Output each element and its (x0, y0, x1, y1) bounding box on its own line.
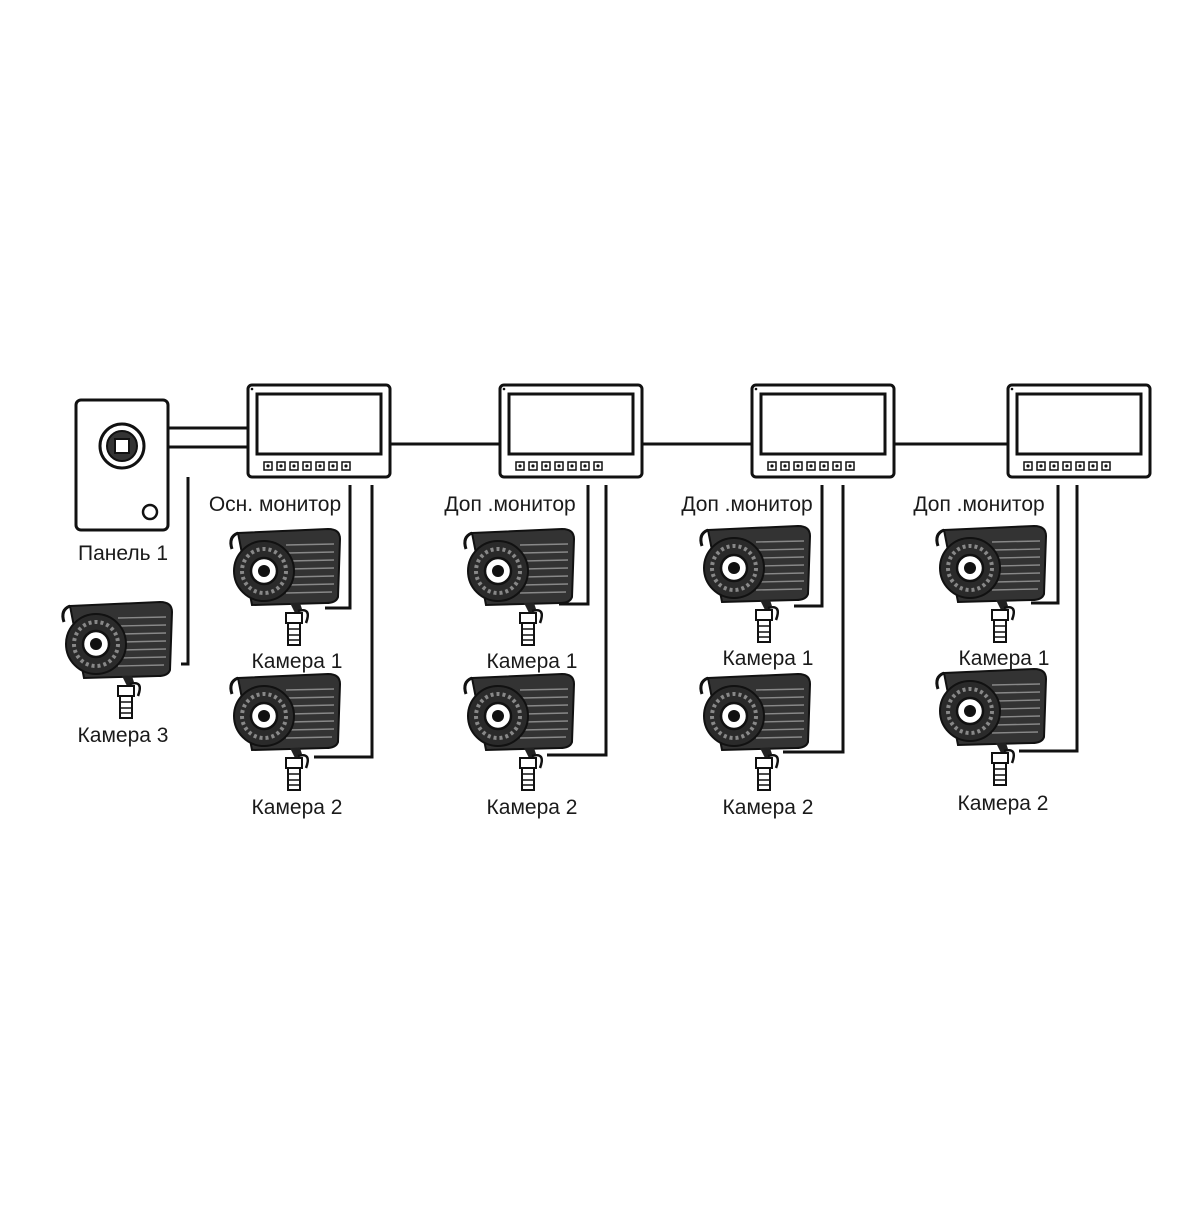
door-panel-label: Панель 1 (77, 542, 169, 565)
monitor-1-camera-1-icon (228, 527, 342, 647)
monitor-2-camera-2-icon (462, 672, 576, 792)
monitor-2-camera-1-wire (559, 485, 590, 606)
monitor-1-camera-1-wire (325, 485, 352, 610)
monitor-4-camera-2-wire (1019, 485, 1079, 753)
monitor-4-camera-2-label: Камера 2 (957, 792, 1049, 815)
camera-3-icon (60, 600, 174, 720)
monitor-2-camera-2-wire (547, 485, 608, 757)
monitor-1-camera-2-icon (228, 672, 342, 792)
monitor-3-camera-2-label: Камера 2 (722, 796, 814, 819)
monitor-3-camera-1-label: Камера 1 (722, 647, 814, 670)
monitor-1-camera-2-label: Камера 2 (251, 796, 343, 819)
monitor-2-label: Доп .монитор (444, 493, 576, 516)
monitor-2-camera-1-label: Камера 1 (486, 650, 578, 673)
monitor-2-camera-1-icon (462, 527, 576, 647)
camera-3-label: Камера 3 (77, 724, 169, 747)
monitor-2-camera-2-label: Камера 2 (486, 796, 578, 819)
monitor-4-camera-1-icon (934, 524, 1048, 644)
monitor-3-camera-1-icon (698, 524, 812, 644)
door-panel-lens-window (114, 438, 130, 454)
monitor-4-camera-1-wire (1031, 485, 1060, 605)
wiring-group (168, 426, 1079, 759)
monitor-4-camera-2-icon (934, 667, 1048, 787)
monitor-1-camera-2-wire (314, 485, 374, 759)
monitor-3-camera-1-wire (794, 485, 824, 608)
extra-monitor-1-icon (498, 383, 644, 479)
monitor-3-camera-2-wire (783, 485, 845, 754)
monitor-4-label: Доп .монитор (913, 493, 1045, 516)
monitor-1-label: Осн. монитор (208, 493, 342, 516)
extra-monitor-2-icon (750, 383, 896, 479)
monitor-3-label: Доп .монитор (681, 493, 813, 516)
door-panel-icon (74, 398, 170, 532)
monitor-4-camera-1-label: Камера 1 (958, 647, 1050, 670)
monitor-3-camera-2-icon (698, 672, 812, 792)
camera-3-wire (181, 477, 190, 666)
extra-monitor-3-icon (1006, 383, 1152, 479)
door-panel-call-button (141, 503, 159, 521)
main-monitor-icon (246, 383, 392, 479)
monitor-1-camera-1-label: Камера 1 (251, 650, 343, 673)
